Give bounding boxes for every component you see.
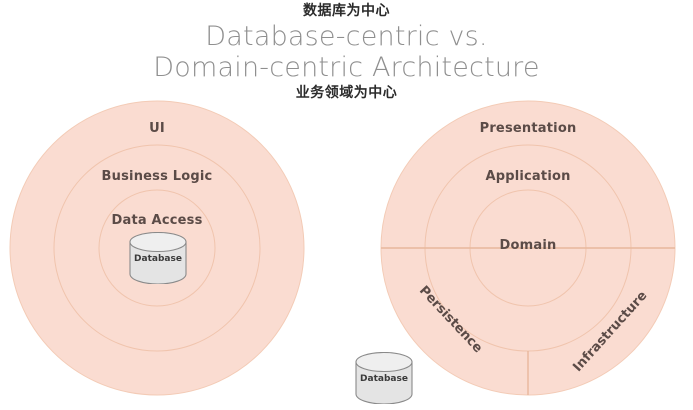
right-diagram-group — [380, 100, 676, 396]
cylinder-body — [355, 361, 413, 405]
cylinder-top — [355, 351, 413, 373]
cylinder-icon — [129, 231, 187, 285]
cylinder-icon — [355, 351, 413, 405]
cylinder-top — [129, 231, 187, 253]
cylinder-body — [129, 241, 187, 285]
database-cylinder-left: Database — [128, 231, 188, 285]
database-cylinder-standalone: Database — [354, 351, 414, 405]
